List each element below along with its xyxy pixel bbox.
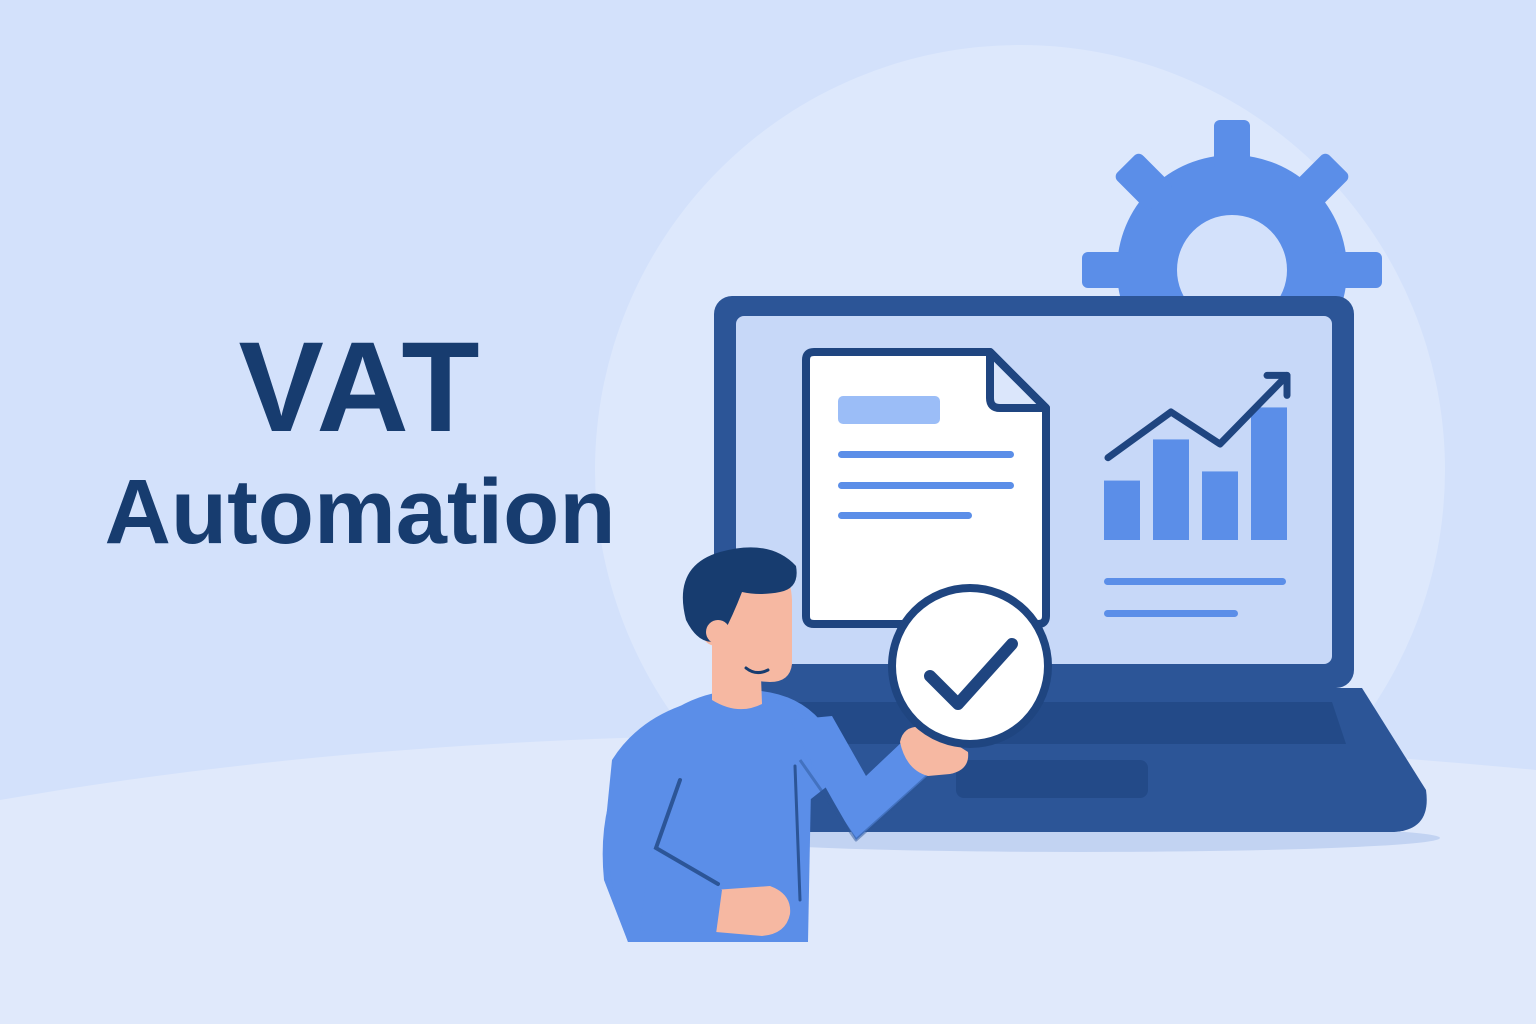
chart-caption-line bbox=[1104, 578, 1286, 585]
headline: VAT Automation bbox=[40, 316, 680, 563]
person-shirt-fold bbox=[793, 764, 802, 902]
trend-arrowhead bbox=[1263, 371, 1291, 399]
checkmark-icon bbox=[888, 584, 1052, 748]
laptop-touchpad bbox=[956, 760, 1148, 798]
person bbox=[602, 547, 969, 942]
document-header-bar bbox=[838, 396, 940, 424]
person-arm bbox=[790, 716, 934, 840]
person-sleeve-lower bbox=[640, 850, 722, 934]
chart-bar bbox=[1251, 407, 1287, 540]
bar-chart-icon bbox=[1104, 371, 1291, 540]
document-line bbox=[838, 482, 1014, 489]
trend-arrow-icon bbox=[1104, 371, 1291, 462]
chart-bar bbox=[1202, 471, 1238, 540]
chart-bar bbox=[1104, 480, 1140, 540]
document-icon bbox=[802, 348, 1050, 628]
headline-line-2: Automation bbox=[104, 461, 616, 563]
person-ear bbox=[706, 620, 730, 644]
chart-caption-line bbox=[1104, 610, 1238, 617]
person-arm-outline bbox=[798, 759, 936, 842]
document-line bbox=[838, 512, 972, 519]
person-smile bbox=[744, 666, 770, 675]
chart-bar bbox=[1153, 439, 1189, 540]
person-shirt-fold bbox=[653, 778, 720, 886]
person-hand-raised bbox=[900, 726, 969, 776]
person-hair bbox=[682, 547, 797, 642]
person-hand-lower bbox=[714, 886, 791, 936]
document-line bbox=[838, 451, 1014, 458]
headline-line-1: VAT bbox=[238, 316, 482, 459]
laptop-keyboard bbox=[758, 702, 1346, 744]
